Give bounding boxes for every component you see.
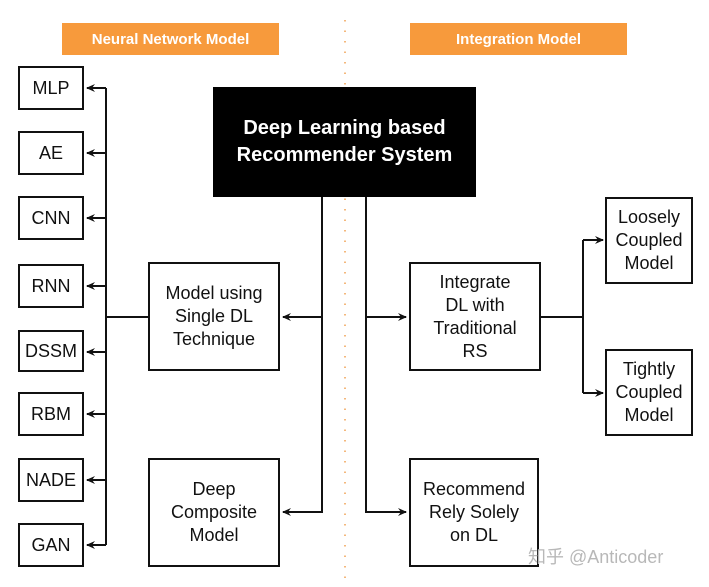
header-integration-model: Integration Model <box>410 23 627 55</box>
edge-root-to-composite <box>282 317 323 516</box>
technique-nade: NADE <box>18 458 84 502</box>
technique-cnn: CNN <box>18 196 84 240</box>
edge-root-to-single <box>282 197 323 321</box>
technique-ae: AE <box>18 131 84 175</box>
node-tightly-coupled: Tightly Coupled Model <box>605 349 693 436</box>
technique-dssm: DSSM <box>18 330 84 372</box>
node-deep-composite-model: Deep Composite Model <box>148 458 280 567</box>
node-single-dl-technique: Model using Single DL Technique <box>148 262 280 371</box>
technique-rnn: RNN <box>18 264 84 308</box>
edge-root-to-solely <box>365 317 407 516</box>
node-rely-solely-on-dl: Recommend Rely Solely on DL <box>409 458 539 567</box>
technique-gan: GAN <box>18 523 84 567</box>
node-integrate-dl-traditional: Integrate DL with Traditional RS <box>409 262 541 371</box>
root-node: Deep Learning based Recommender System <box>213 87 476 197</box>
node-loosely-coupled: Loosely Coupled Model <box>605 197 693 284</box>
edge-root-to-integrate <box>365 197 407 321</box>
header-neural-network-model: Neural Network Model <box>62 23 279 55</box>
technique-rbm: RBM <box>18 392 84 436</box>
technique-mlp: MLP <box>18 66 84 110</box>
watermark: 知乎 @Anticoder <box>528 547 664 567</box>
